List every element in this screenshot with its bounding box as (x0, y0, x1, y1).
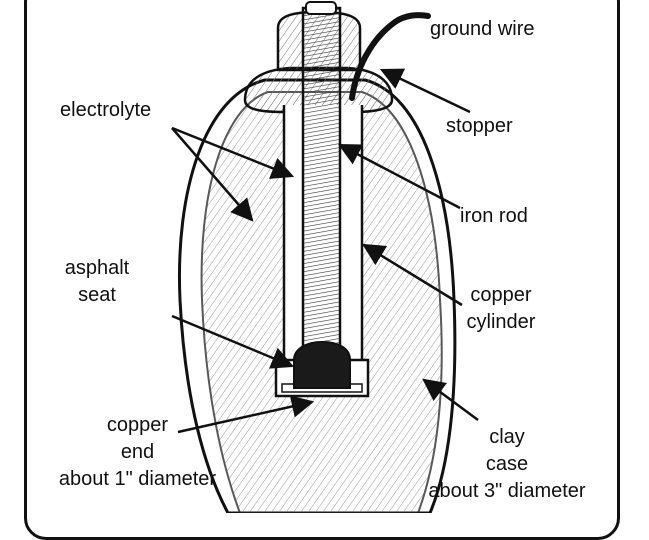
label-iron-rod: iron rod (460, 205, 528, 227)
iron-rod-shape (301, 6, 342, 352)
baghdad-battery-diagram: ground wire electrolyte stopper iron rod… (24, 0, 620, 540)
asphalt-seat-shape (293, 340, 351, 389)
arrow-stopper (379, 68, 471, 114)
arrow-iron-rod (338, 143, 461, 210)
label-asphalt-seat: asphalt seat (64, 257, 130, 306)
ground-wire-shape (349, 12, 431, 101)
label-ground-wire: ground wire (430, 18, 535, 40)
iron-rod-tip (305, 1, 337, 15)
arrow-copper-end (177, 395, 315, 434)
label-clay-case: clay case about 3" diameter (428, 426, 586, 502)
label-copper-cylinder: copper cylinder (466, 284, 536, 333)
clay-case-outline (177, 78, 457, 513)
arrow-electrolyte-1 (171, 126, 295, 179)
arrow-asphalt-seat (171, 314, 295, 369)
arrow-electrolyte-2 (171, 127, 254, 222)
label-copper-end: copper end about 1" diameter (58, 414, 217, 490)
label-stopper: stopper (446, 115, 513, 137)
arrow-copper-cylinder (362, 243, 463, 307)
battery-illustration (171, 1, 479, 513)
label-electrolyte: electrolyte (60, 99, 152, 121)
arrow-clay-case (422, 378, 479, 422)
